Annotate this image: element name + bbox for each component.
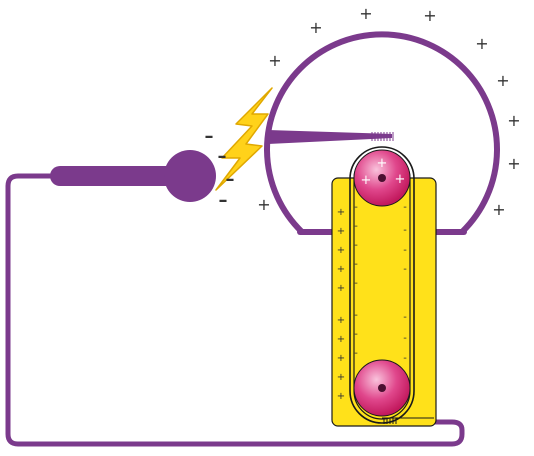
charge-minus: -	[403, 245, 407, 256]
bottom-roller-axle	[378, 384, 386, 392]
charge-plus: +	[507, 154, 520, 173]
charge-plus: +	[337, 245, 345, 256]
charge-plus: +	[337, 315, 345, 326]
charge-minus: –	[226, 169, 235, 190]
dome-charges: + + + + + + + + + +	[257, 4, 520, 219]
charge-plus: +	[496, 71, 509, 90]
charge-plus: +	[337, 207, 345, 218]
charge-minus: -	[403, 225, 407, 236]
charge-minus: -	[354, 259, 358, 270]
charge-plus: +	[337, 391, 345, 402]
charge-minus: -	[354, 202, 358, 213]
top-roller-charges: + + +	[361, 156, 406, 188]
lightning-bolt-icon	[215, 87, 273, 191]
charge-minus: -	[354, 278, 358, 289]
discharge-wand-rod	[50, 166, 180, 186]
charge-plus: +	[395, 172, 406, 187]
charge-plus: +	[268, 51, 281, 70]
charge-minus: –	[219, 190, 228, 211]
charge-plus: +	[475, 34, 488, 53]
charge-plus: +	[337, 226, 345, 237]
charge-plus: +	[361, 173, 372, 188]
charge-plus: +	[377, 156, 388, 171]
charge-minus: -	[403, 333, 407, 344]
charge-plus: +	[337, 264, 345, 275]
charge-plus: +	[492, 200, 505, 219]
charge-minus: -	[354, 221, 358, 232]
charge-minus: -	[403, 202, 407, 213]
charge-plus: +	[359, 4, 372, 23]
top-roller-axle	[378, 174, 386, 182]
belt-left-charges: + + + + + + + + + + - - - - - - - -	[337, 202, 358, 402]
charge-plus: +	[337, 334, 345, 345]
sphere-charges: – – – –	[205, 126, 235, 211]
charge-plus: +	[507, 111, 520, 130]
charge-plus: +	[337, 372, 345, 383]
charge-plus: +	[337, 353, 345, 364]
charge-plus: +	[257, 195, 270, 214]
charge-minus: -	[354, 348, 358, 359]
charge-minus: -	[354, 329, 358, 340]
charge-minus: -	[403, 312, 407, 323]
rubber-belt	[349, 146, 415, 424]
charge-minus: -	[403, 353, 407, 364]
charge-minus: –	[218, 146, 227, 167]
van-de-graaff-dome	[264, 31, 500, 235]
lower-comb	[382, 417, 434, 424]
charge-plus: +	[423, 6, 436, 25]
belt-right-charges: - - - - - - -	[403, 202, 407, 364]
charge-minus: -	[403, 264, 407, 275]
charge-minus: -	[354, 310, 358, 321]
collector-comb	[268, 130, 392, 144]
comb-teeth	[371, 132, 394, 141]
charge-plus: +	[309, 18, 322, 37]
charge-plus: +	[337, 283, 345, 294]
charge-minus: -	[354, 240, 358, 251]
charge-minus: –	[205, 126, 214, 147]
grounding-sphere	[164, 150, 216, 202]
ground-wire	[5, 173, 465, 447]
